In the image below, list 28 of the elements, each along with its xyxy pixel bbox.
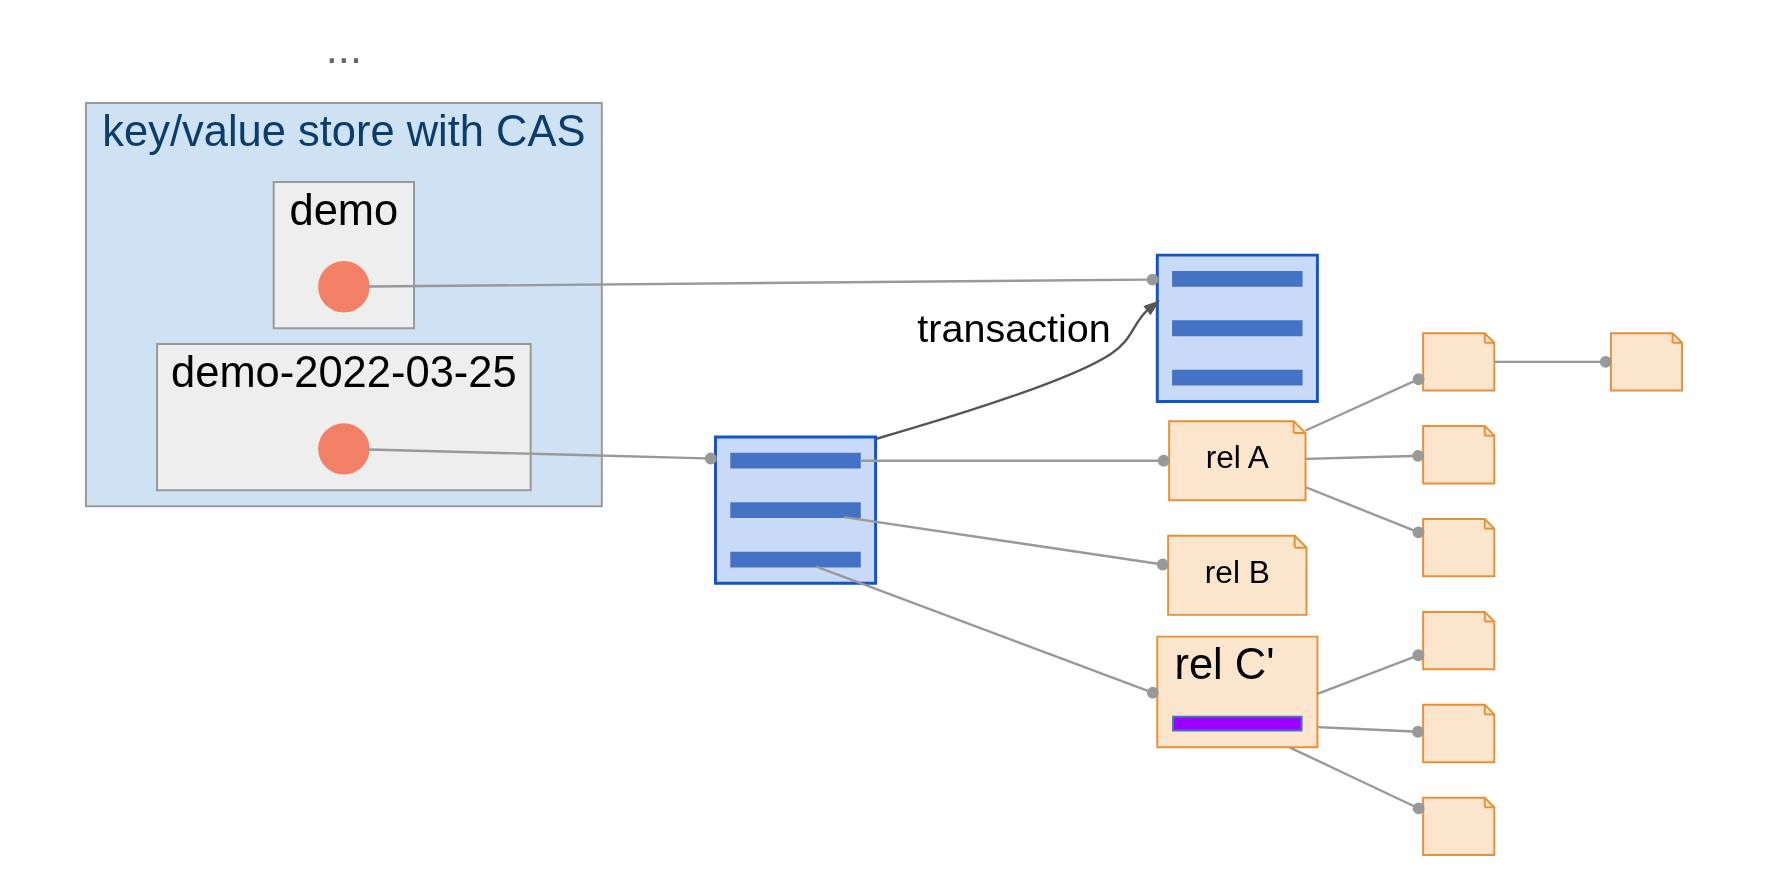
connector [368,448,717,465]
connector [1305,373,1425,432]
connector [844,515,1169,571]
cluster [714,435,878,585]
node-bar [1172,320,1303,337]
connector [368,273,1159,288]
connector [1305,449,1425,462]
connector [860,454,1170,467]
connector [1494,355,1612,368]
cluster [1155,253,1319,403]
label: ... [325,23,362,72]
edge-label: transaction [917,306,1111,351]
node-bar [1172,270,1303,287]
node-bar [1172,715,1303,732]
node-bar [1172,369,1303,386]
cluster: rel C' [1156,635,1319,749]
cluster: demo-2022-03-25 [156,343,532,492]
connector [1317,725,1424,738]
connector [1305,486,1425,539]
node-circle [318,423,370,475]
node-bar [730,502,861,519]
node-bar [730,452,861,469]
arrow [875,300,1161,441]
node-circle [318,261,370,313]
cluster: demo [272,181,416,330]
node-bar [730,551,861,568]
connector [1288,746,1425,815]
connector [1316,649,1425,695]
